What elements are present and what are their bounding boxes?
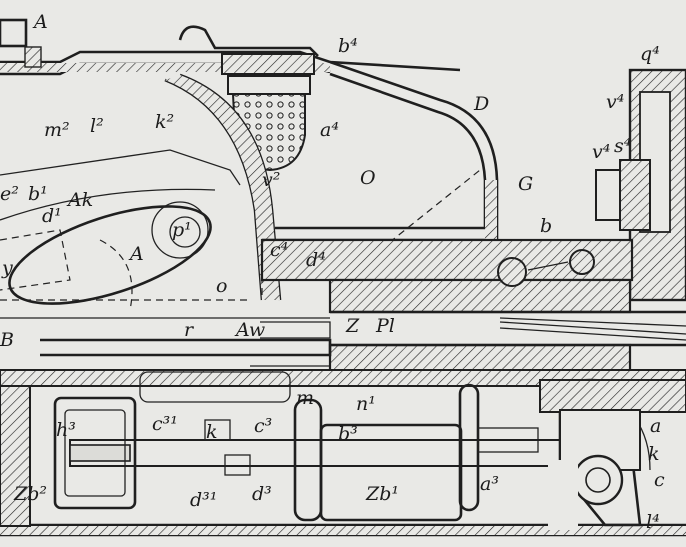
label-n1: n¹ — [356, 393, 376, 415]
dashed-guides — [0, 240, 330, 381]
label-B: B — [0, 329, 14, 351]
label-Z: Z — [345, 315, 360, 337]
label-p1: p¹ — [172, 219, 192, 241]
label-Ak: Ak — [66, 189, 93, 211]
label-r: r — [184, 319, 195, 341]
plunger-rod — [0, 317, 332, 367]
link-d3 — [139, 371, 291, 476]
labels: A b⁴ q⁴ v⁴ m² l² k² a⁴ D v⁴ s⁴ v² O G Ak… — [0, 11, 665, 533]
label-D: D — [473, 93, 489, 115]
label-c: c — [654, 469, 665, 491]
lever-l4 — [539, 378, 686, 530]
label-d3-1: d³¹ — [190, 489, 217, 511]
label-O: O — [360, 167, 376, 189]
label-d1: d¹ — [42, 205, 62, 227]
label-A-top: A — [32, 11, 48, 33]
label-Aw: Aw — [234, 319, 265, 341]
label-q4: q⁴ — [640, 43, 660, 65]
label-A-mid: A — [128, 243, 144, 265]
label-b3: b³ — [338, 423, 358, 445]
label-k: k — [206, 421, 218, 443]
label-e2: e² — [0, 183, 19, 205]
label-c4: c⁴ — [270, 239, 288, 261]
gear-h3 — [53, 396, 137, 510]
label-k2: k² — [155, 111, 174, 133]
top-left-fitting — [0, 18, 42, 68]
label-l4: l⁴ — [646, 511, 660, 533]
label-v4: v⁴ — [592, 141, 610, 163]
lower-shaft — [0, 369, 686, 537]
label-a3: a³ — [480, 473, 499, 495]
label-l2: l² — [90, 115, 104, 137]
label-h3: h³ — [56, 419, 76, 441]
label-s4: s⁴ — [614, 135, 631, 157]
label-c3-1: c³¹ — [152, 413, 178, 435]
label-a4: a⁴ — [320, 119, 339, 141]
chamber-o — [262, 60, 499, 291]
label-y: y — [1, 257, 13, 279]
label-k-right: k — [648, 443, 660, 465]
label-Zb2: Zb² — [13, 483, 47, 505]
label-m: m — [296, 387, 314, 409]
label-o: o — [216, 275, 227, 297]
label-b4: b⁴ — [338, 35, 358, 57]
wheel-a3 — [458, 383, 539, 512]
label-b1: b¹ — [28, 183, 48, 205]
label-c3: c³ — [254, 415, 272, 437]
label-b: b — [540, 215, 552, 237]
label-v4-top: v⁴ — [606, 91, 624, 113]
lever-mechanism — [0, 149, 250, 311]
label-m2: m² — [44, 119, 70, 141]
label-Pl: Pl — [375, 315, 395, 337]
label-a: a — [650, 415, 661, 437]
label-d4: d⁴ — [306, 249, 326, 271]
label-d3: d³ — [252, 483, 272, 505]
label-v2: v² — [262, 169, 280, 191]
right-housing — [595, 68, 686, 302]
label-Zb1: Zb¹ — [365, 483, 399, 505]
label-G: G — [518, 173, 533, 195]
